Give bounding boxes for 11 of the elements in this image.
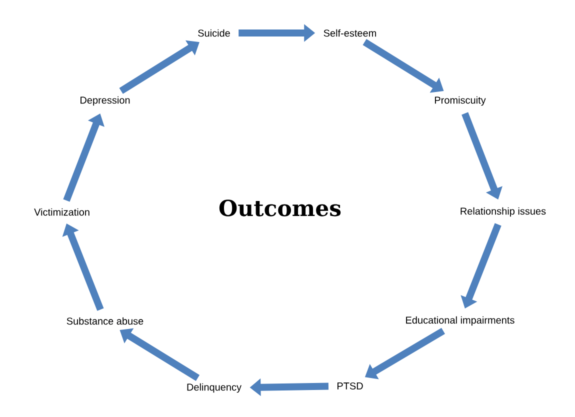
node-label: Suicide	[198, 29, 230, 37]
node-label: PTSD	[337, 382, 363, 390]
node-label: Educational impairments	[406, 316, 514, 326]
node-label: Promiscuity	[434, 96, 486, 106]
node-label: Self-esteem	[324, 29, 376, 37]
node-label: Depression	[80, 96, 130, 106]
node-label: Substance abuse	[66, 317, 144, 325]
node-label: Delinquency	[187, 383, 242, 393]
node-label: Victimization	[34, 208, 90, 216]
node-label: Relationship issues	[460, 207, 546, 217]
title: Outcomes	[219, 200, 341, 216]
